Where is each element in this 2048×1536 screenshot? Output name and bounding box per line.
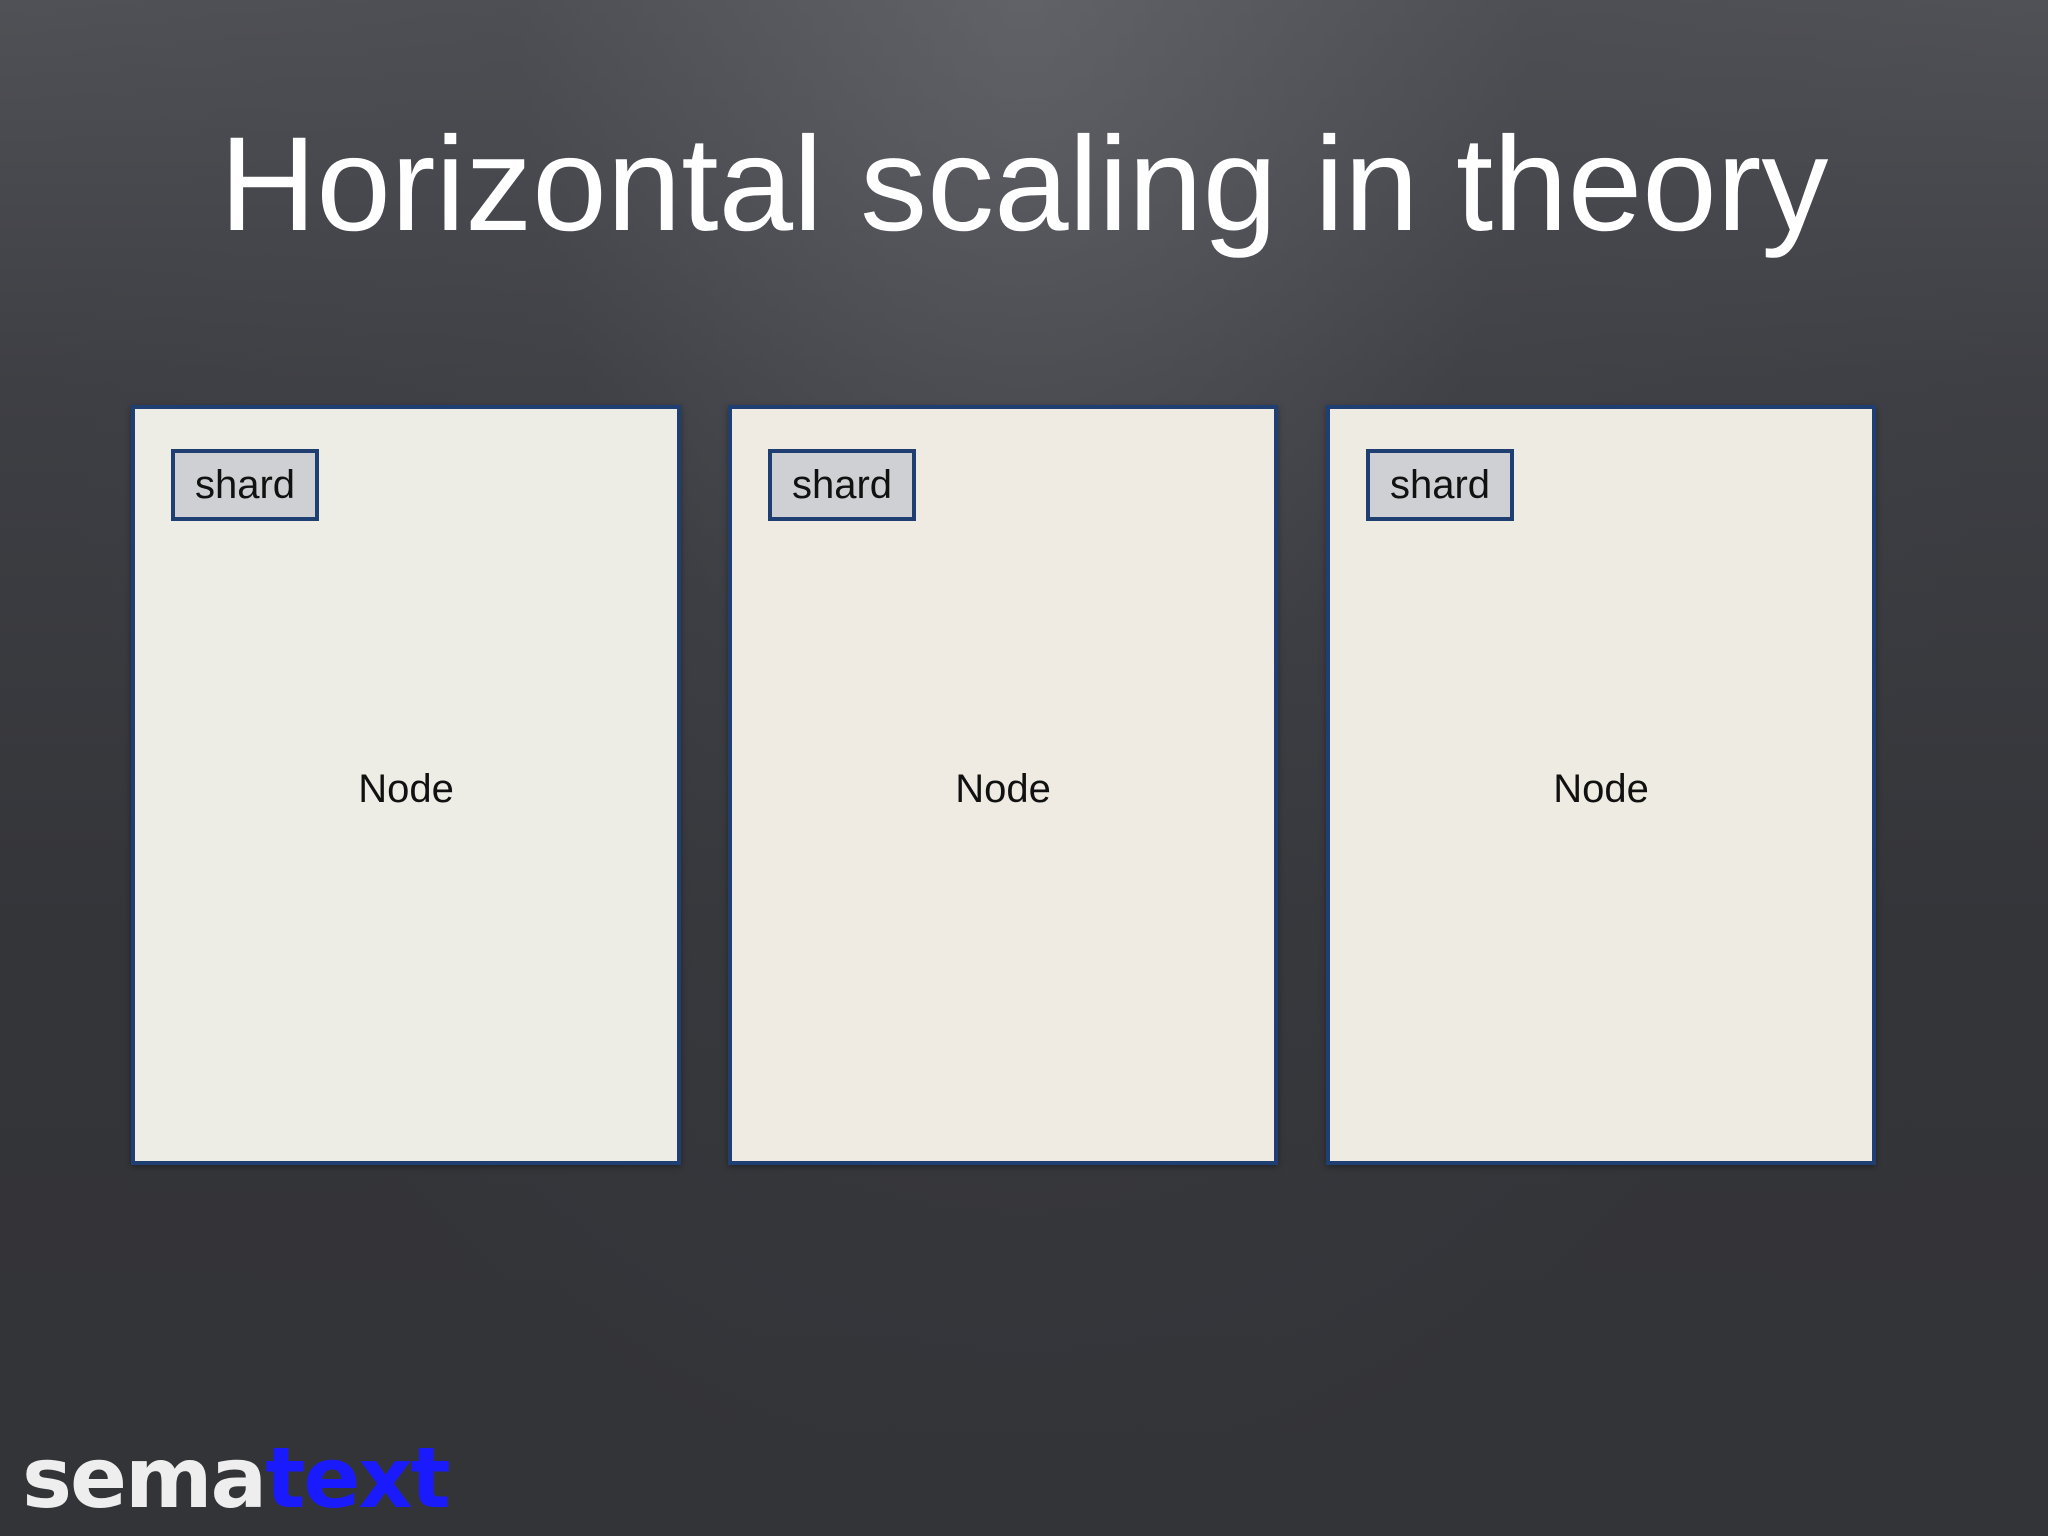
logo-text-sema: sema [22,1429,267,1527]
shard-box: shard [171,449,319,521]
shard-box: shard [768,449,916,521]
logo-text-text: text [265,1429,450,1527]
node-label: Node [955,767,1051,811]
node-label: Node [1553,767,1649,811]
node-box: shard Node [131,405,681,1165]
node-box: shard Node [728,405,1278,1165]
node-label: Node [358,767,454,811]
node-box: shard Node [1326,405,1876,1165]
sematext-logo: sematext [22,1436,451,1520]
slide-title: Horizontal scaling in theory [219,110,1829,259]
shard-box: shard [1366,449,1514,521]
